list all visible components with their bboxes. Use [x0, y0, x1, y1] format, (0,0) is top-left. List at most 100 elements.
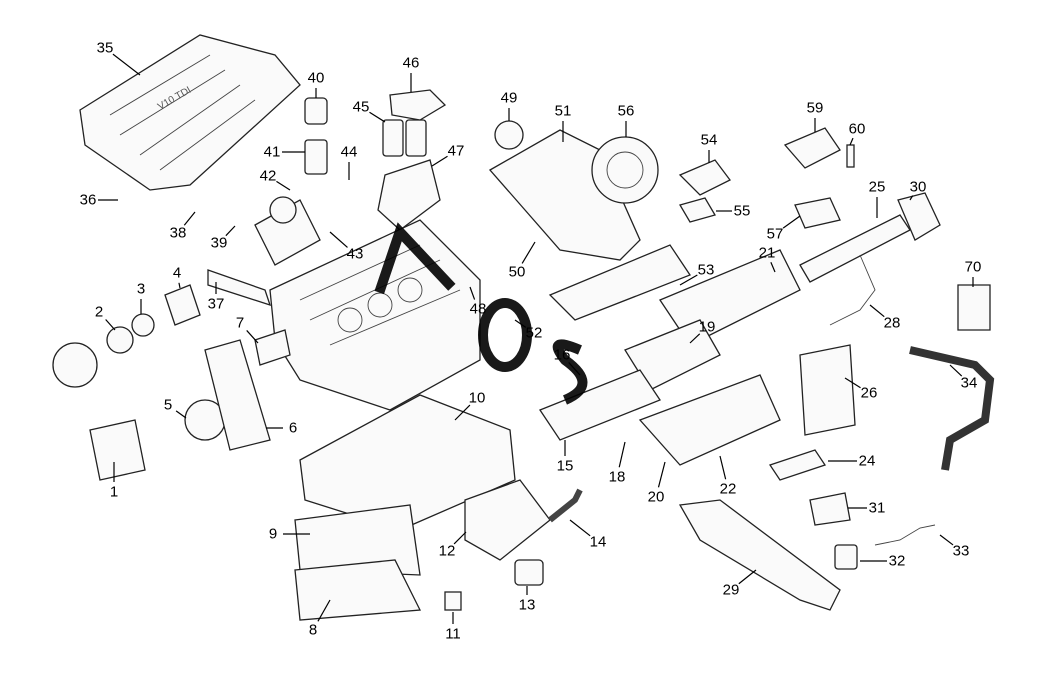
- callout-57: 57: [767, 226, 784, 243]
- pulley-2: [106, 326, 134, 354]
- callout-52: 52: [526, 325, 543, 342]
- water-pump: [52, 342, 98, 388]
- part-30: [897, 192, 941, 241]
- callout-56: 56: [618, 103, 635, 120]
- callout-34: 34: [961, 375, 978, 392]
- leader-line-39: [225, 225, 236, 237]
- part-37: [207, 269, 272, 307]
- callout-4: 4: [173, 265, 181, 282]
- callout-7: 7: [236, 315, 244, 332]
- part-57: [794, 197, 841, 229]
- leader-line-38: [183, 211, 196, 226]
- callout-20: 20: [648, 489, 665, 506]
- leader-line-30: [909, 195, 914, 201]
- callout-24: 24: [859, 453, 876, 470]
- callout-32: 32: [889, 553, 906, 570]
- parts-drawing: V10 TDI: [52, 34, 995, 621]
- leader-line-34: [949, 364, 963, 377]
- callout-48: 48: [470, 301, 487, 318]
- leader-line-20: [657, 461, 666, 488]
- pipe-24: [768, 449, 827, 481]
- leader-line-2: [105, 319, 116, 331]
- callout-31: 31: [869, 500, 886, 517]
- callout-12: 12: [439, 543, 456, 560]
- callout-10: 10: [469, 390, 486, 407]
- callout-21: 21: [759, 245, 776, 262]
- leader-line-18: [618, 441, 626, 468]
- callout-2: 2: [95, 304, 103, 321]
- leader-line-7: [246, 330, 259, 344]
- leader-line-14: [569, 519, 591, 537]
- hose-34: [909, 346, 995, 471]
- callout-26: 26: [861, 385, 878, 402]
- leader-line-8: [317, 599, 331, 622]
- callout-15: 15: [557, 458, 574, 475]
- leader-line-21: [770, 261, 776, 273]
- pump-47: [377, 159, 441, 231]
- callout-35: 35: [97, 40, 114, 57]
- callout-37: 37: [208, 296, 225, 313]
- callout-30: 30: [910, 179, 927, 196]
- callout-14: 14: [590, 534, 607, 551]
- pulley-3: [131, 313, 155, 337]
- callout-53: 53: [698, 262, 715, 279]
- callout-42: 42: [260, 168, 277, 185]
- callout-47: 47: [448, 143, 465, 160]
- flywheel-56: [591, 136, 659, 204]
- engine-cover: [79, 34, 301, 191]
- cover-6: [204, 339, 271, 451]
- leader-line-47: [431, 155, 448, 167]
- callout-18: 18: [609, 469, 626, 486]
- leader-line-5: [175, 410, 187, 419]
- callout-40: 40: [308, 70, 325, 87]
- callout-16: 16: [554, 347, 571, 364]
- leader-line-57: [782, 215, 801, 229]
- callout-5: 5: [164, 397, 172, 414]
- callout-60: 60: [849, 121, 866, 138]
- leader-line-26: [844, 377, 861, 389]
- part-7: [254, 329, 291, 366]
- gasket-9: [294, 504, 421, 576]
- callout-50: 50: [509, 264, 526, 281]
- callout-55: 55: [734, 203, 751, 220]
- oil-filter-41: [304, 139, 328, 175]
- part-11: [444, 591, 462, 611]
- callout-54: 54: [701, 132, 718, 149]
- bracket-31: [809, 492, 851, 526]
- leader-line-29: [738, 569, 757, 585]
- leader-line-52: [514, 319, 527, 328]
- callout-29: 29: [723, 582, 740, 599]
- callout-45: 45: [353, 99, 370, 116]
- part-54: [678, 159, 731, 196]
- leader-line-48: [469, 286, 476, 300]
- callout-8: 8: [309, 622, 317, 639]
- leader-line-43: [329, 231, 348, 248]
- callout-46: 46: [403, 55, 420, 72]
- mount-32: [834, 544, 858, 570]
- callout-41: 41: [264, 144, 281, 161]
- callout-44: 44: [341, 144, 358, 161]
- oil-pan-8: [294, 559, 422, 621]
- callout-28: 28: [884, 315, 901, 332]
- oil-pan-10: [299, 394, 516, 531]
- part-4: [164, 284, 201, 326]
- callout-22: 22: [720, 481, 737, 498]
- leader-line-4: [178, 282, 181, 289]
- callout-9: 9: [269, 526, 277, 543]
- callout-11: 11: [445, 626, 461, 643]
- line-28: [829, 254, 876, 326]
- callout-39: 39: [211, 235, 228, 252]
- part-13: [514, 559, 544, 586]
- callout-51: 51: [555, 103, 572, 120]
- callout-70: 70: [965, 259, 982, 276]
- fuel-rail-25: [799, 214, 911, 283]
- leader-line-19: [689, 333, 701, 344]
- leader-line-60: [849, 137, 854, 146]
- leader-line-28: [869, 304, 885, 318]
- callout-25: 25: [869, 179, 886, 196]
- gasket-16: [539, 369, 661, 441]
- callout-36: 36: [80, 192, 97, 209]
- subframe-29: [678, 499, 841, 611]
